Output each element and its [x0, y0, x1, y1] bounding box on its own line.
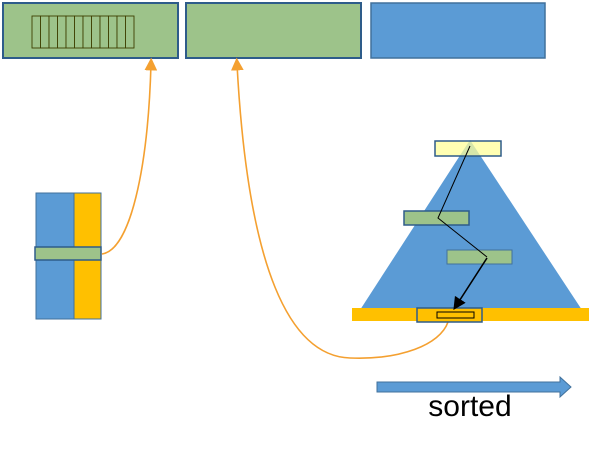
top-block-cell: [125, 15, 135, 49]
top-block-1-cells: [31, 15, 135, 49]
top-block-cell: [99, 15, 109, 49]
tree-leaf-inner: [436, 311, 475, 319]
column-table: [34, 192, 102, 320]
sorted-arrow-shape: [376, 375, 572, 399]
tree-path-line: [437, 145, 488, 258]
top-block-cell: [116, 15, 126, 49]
top-storage-row: [2, 2, 546, 59]
top-block-cell: [74, 15, 84, 49]
top-block-cell: [82, 15, 92, 49]
top-block-cell: [40, 15, 50, 49]
top-block-2: [185, 2, 362, 59]
orange-arrow-left: [101, 57, 158, 255]
tree-level2-node: [403, 210, 470, 226]
top-block-cell: [57, 15, 67, 49]
top-block-3: [370, 2, 546, 59]
tree-triangle: [360, 140, 582, 310]
top-block-cell: [91, 15, 101, 49]
column-table-highlight-row: [34, 246, 102, 261]
sorted-arrow: [376, 375, 572, 399]
tree-index: [352, 140, 589, 323]
top-block-cell: [65, 15, 75, 49]
tree-path-arrow: [453, 257, 488, 311]
tree-level3-node: [446, 249, 513, 265]
top-block-cell: [31, 15, 41, 49]
sorted-label: sorted: [428, 390, 512, 423]
top-block-cell: [108, 15, 118, 49]
orange-arrow-right: [230, 57, 449, 359]
tree-root-node: [434, 140, 502, 157]
top-block-cell: [48, 15, 58, 49]
